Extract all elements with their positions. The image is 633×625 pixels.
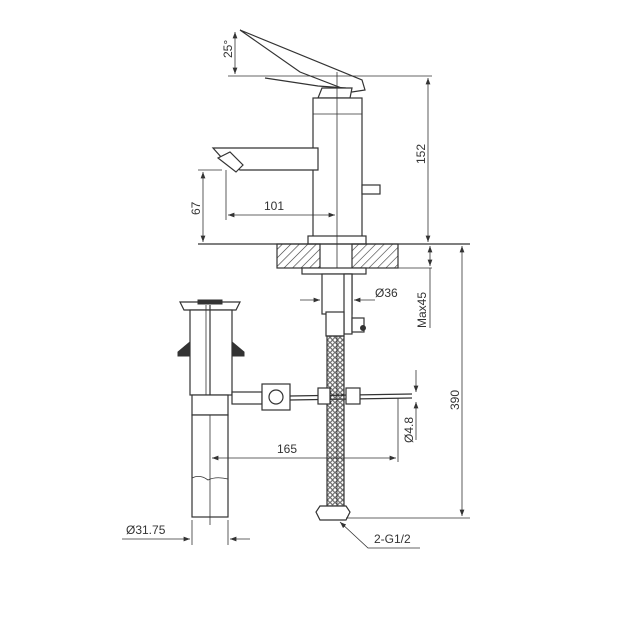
faucet-spout [211,147,319,173]
label-height-152: 152 [414,144,428,164]
faucet-body [307,97,381,245]
label-body-diameter: Ø36 [375,286,398,300]
label-spout-height-67: 67 [189,201,203,215]
label-connection: 2-G1/2 [374,532,411,546]
label-hose-length-390: 390 [448,390,462,410]
label-lever-angle: 25° [221,40,235,58]
drain-rod [231,383,413,411]
faucet-lever [239,29,366,99]
popup-drain [177,299,245,525]
label-drain-distance-165: 165 [277,442,297,456]
dimension-lines [122,32,470,549]
countertop [198,243,470,335]
label-spout-reach-101: 101 [264,199,284,213]
braided-hose [315,311,351,521]
label-drain-diameter: Ø31.75 [126,523,166,537]
label-max-thickness: Max45 [415,292,429,328]
label-rod-diameter: Ø4.8 [402,417,416,443]
